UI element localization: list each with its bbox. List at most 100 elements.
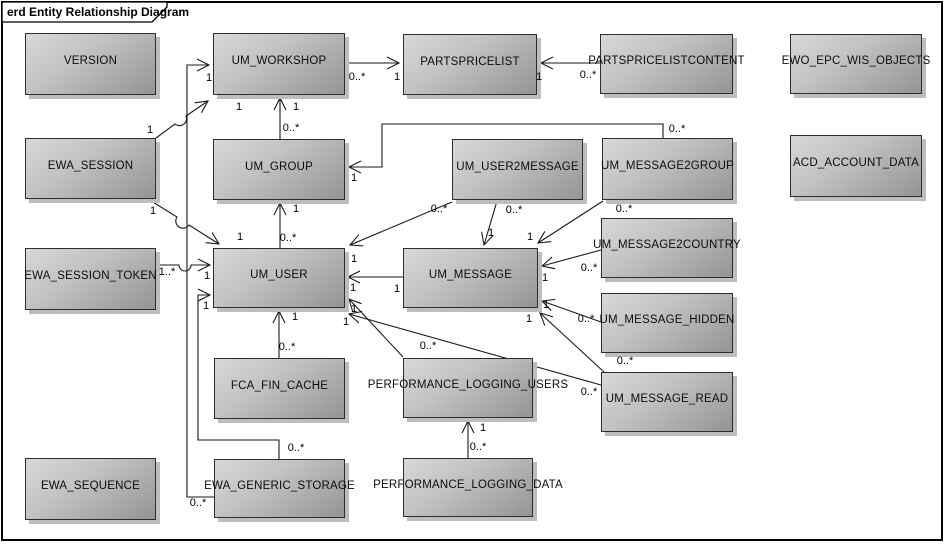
- connection-ewa-generic-storage-to-um-workshop[interactable]: [186, 58, 214, 498]
- multiplicity-label: 1: [235, 101, 243, 113]
- multiplicity-label: 1..*: [158, 266, 176, 278]
- multiplicity-label: 1: [535, 71, 543, 83]
- entity-label: PARTSPRICELIST: [420, 55, 520, 68]
- connection-um-message2group-to-um-message[interactable]: [536, 200, 604, 244]
- entity-label: VERSION: [63, 55, 118, 67]
- entity-acd-account-data[interactable]: ACD_ACCOUNT_DATA: [790, 135, 922, 197]
- entity-label: UM_MESSAGE2GROUP: [601, 160, 734, 172]
- multiplicity-label: 1: [146, 124, 154, 136]
- multiplicity-label: 0..*: [615, 203, 633, 215]
- entity-um-user2message[interactable]: UM_USER2MESSAGE: [452, 139, 583, 200]
- multiplicity-label: 1: [479, 422, 487, 434]
- entity-label: PARTSPRICELISTCONTENT: [588, 55, 745, 67]
- multiplicity-label: 1: [487, 227, 495, 239]
- multiplicity-label: 1: [203, 270, 211, 282]
- entity-performance-logging-users[interactable]: PERFORMANCE_LOGGING_USERS: [368, 358, 568, 418]
- multiplicity-label: 1: [205, 72, 213, 84]
- multiplicity-label: 1: [526, 231, 534, 243]
- entity-label: EWA_SEQUENCE: [40, 480, 141, 492]
- frame-title-tab: [1, 1, 168, 23]
- entity-label: EWA_GENERIC_STORAGE: [204, 479, 355, 492]
- connection-performance-logging-users-to-um-user[interactable]: [348, 298, 404, 358]
- entity-label: UM_MESSAGE: [428, 269, 513, 281]
- entity-um-group[interactable]: UM_GROUP: [213, 139, 345, 200]
- entity-label: PERFORMANCE_LOGGING_DATA: [373, 478, 563, 491]
- multiplicity-label: 0..*: [668, 123, 686, 135]
- connection-ewa-session-to-um-workshop[interactable]: [155, 100, 210, 139]
- entity-label: EWA_SESSION_TOKEN: [24, 270, 157, 282]
- entity-label: FCA_FIN_CACHE: [230, 379, 329, 392]
- multiplicity-label: 0..*: [279, 232, 297, 244]
- connection-um-user2message-to-um-user[interactable]: [348, 201, 453, 247]
- connection-um-message-hidden-to-um-message[interactable]: [540, 298, 602, 323]
- multiplicity-label: 1: [393, 71, 401, 83]
- multiplicity-label: 1: [149, 205, 157, 217]
- connection-um-message-read-to-um-message[interactable]: [539, 312, 605, 373]
- multiplicity-label: 1: [292, 203, 300, 215]
- entity-fca-fin-cache[interactable]: FCA_FIN_CACHE: [214, 358, 345, 419]
- multiplicity-label: 0..*: [579, 69, 597, 81]
- multiplicity-label: 0..*: [580, 386, 598, 398]
- multiplicity-label: 0..*: [287, 442, 305, 454]
- entity-label: EWO_EPC_WIS_OBJECTS: [781, 55, 931, 67]
- connection-um-message2group-to-um-group[interactable]: [347, 123, 664, 174]
- entity-ewa-session-token[interactable]: EWA_SESSION_TOKEN: [24, 248, 157, 310]
- multiplicity-label: 0..*: [430, 203, 448, 215]
- multiplicity-label: 1: [350, 303, 358, 315]
- entity-performance-logging-data[interactable]: PERFORMANCE_LOGGING_DATA: [373, 458, 563, 517]
- entity-label: UM_USER: [250, 269, 308, 281]
- connection-um-message2country-to-um-message[interactable]: [540, 249, 602, 270]
- entity-um-user[interactable]: UM_USER: [213, 248, 345, 308]
- connection-ewa-session-to-um-user[interactable]: [147, 198, 221, 245]
- entity-um-workshop[interactable]: UM_WORKSHOP: [213, 33, 345, 95]
- entity-label: UM_MESSAGE_READ: [605, 393, 729, 405]
- entity-label: PERFORMANCE_LOGGING_USERS: [367, 379, 569, 391]
- multiplicity-label: 1: [342, 316, 350, 328]
- entity-um-message2country[interactable]: UM_MESSAGE2COUNTRY: [593, 218, 741, 278]
- entity-label: UM_GROUP: [244, 160, 314, 173]
- multiplicity-label: 1: [202, 300, 210, 312]
- entity-ewo-epc-wis-objects[interactable]: EWO_EPC_WIS_OBJECTS: [782, 34, 930, 94]
- entity-version[interactable]: VERSION: [25, 33, 156, 95]
- multiplicity-label: 1: [291, 311, 299, 323]
- connection-um-user2message-to-um-message[interactable]: [481, 200, 498, 247]
- multiplicity-label: 0..*: [505, 204, 523, 216]
- multiplicity-label: 0..*: [189, 497, 207, 509]
- entity-label: UM_MESSAGE2COUNTRY: [593, 239, 741, 251]
- entity-ewa-session[interactable]: EWA_SESSION: [25, 138, 156, 199]
- multiplicity-label: 0..*: [282, 122, 300, 134]
- entity-partspricelistcontent[interactable]: PARTSPRICELISTCONTENT: [588, 34, 745, 94]
- multiplicity-label: 1: [236, 231, 244, 243]
- multiplicity-label: 0..*: [580, 262, 598, 274]
- multiplicity-label: 0..*: [577, 313, 595, 325]
- entity-ewa-sequence[interactable]: EWA_SEQUENCE: [25, 458, 156, 520]
- multiplicity-label: 0..*: [419, 340, 437, 352]
- connection-ewa-generic-storage-to-um-user[interactable]: [197, 288, 280, 459]
- multiplicity-label: 1: [525, 313, 533, 325]
- connection-ewa-session-token-to-um-user[interactable]: [156, 258, 212, 272]
- multiplicity-label: 1: [350, 172, 358, 184]
- entity-label: EWA_SESSION: [47, 159, 134, 172]
- multiplicity-label: 1: [541, 272, 549, 284]
- entity-partspricelist[interactable]: PARTSPRICELIST: [403, 34, 537, 95]
- entity-um-message2group[interactable]: UM_MESSAGE2GROUP: [601, 138, 734, 200]
- entity-um-message-read[interactable]: UM_MESSAGE_READ: [601, 372, 733, 432]
- multiplicity-label: 1: [292, 101, 300, 113]
- multiplicity-label: 0..*: [348, 71, 366, 83]
- entity-label: UM_WORKSHOP: [231, 55, 327, 67]
- multiplicity-label: 0..*: [278, 341, 296, 353]
- connection-um-message-read-to-um-user[interactable]: [347, 310, 602, 386]
- entity-ewa-generic-storage[interactable]: EWA_GENERIC_STORAGE: [204, 459, 355, 518]
- multiplicity-label: 1: [349, 282, 357, 294]
- frame-title: erd Entity Relationship Diagram: [7, 5, 190, 19]
- entity-label: UM_USER2MESSAGE: [456, 160, 579, 173]
- entity-label: UM_MESSAGE_HIDDEN: [599, 314, 735, 326]
- entity-um-message-hidden[interactable]: UM_MESSAGE_HIDDEN: [599, 293, 735, 353]
- multiplicity-label: 0..*: [469, 441, 487, 453]
- entity-um-message[interactable]: UM_MESSAGE: [403, 248, 538, 308]
- multiplicity-label: 1: [393, 283, 401, 295]
- entity-label: ACD_ACCOUNT_DATA: [792, 157, 920, 169]
